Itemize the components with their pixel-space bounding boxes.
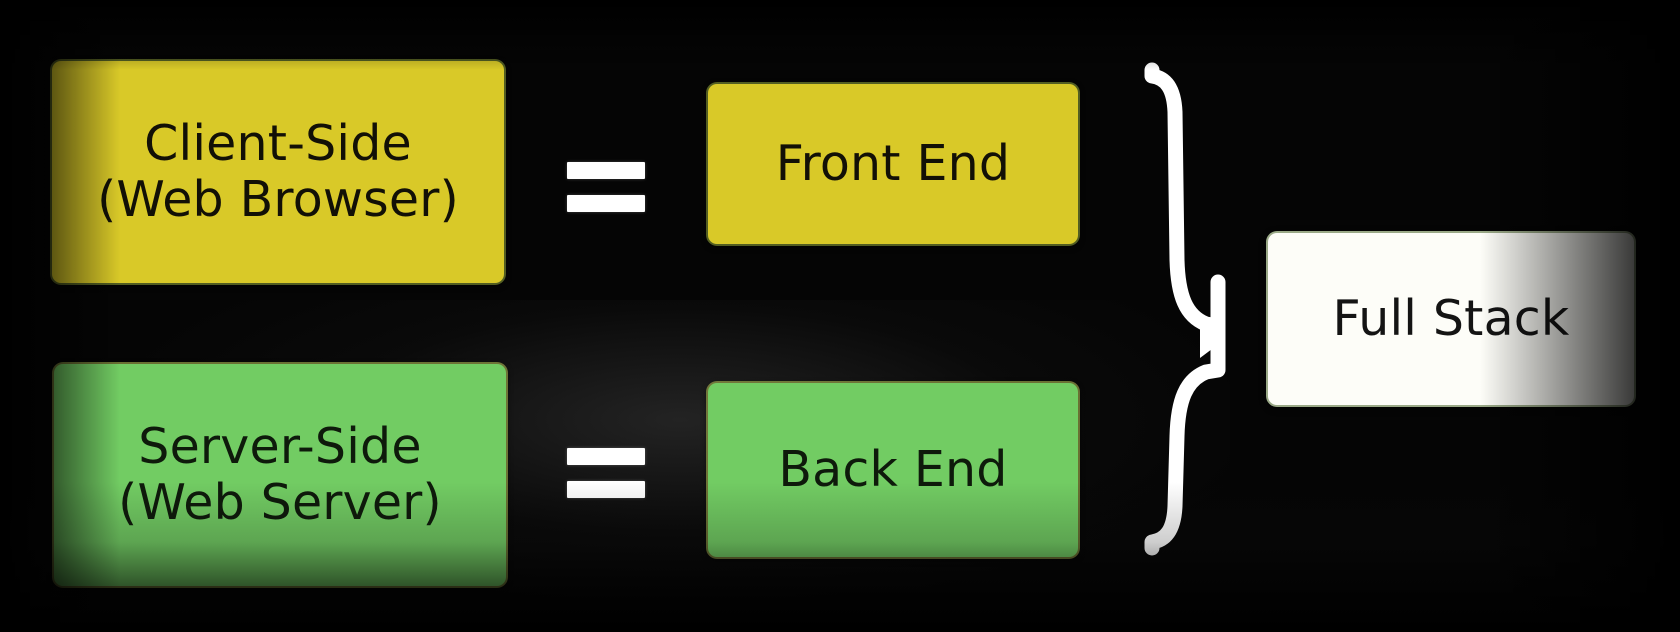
vignette-top — [0, 0, 1680, 70]
node-front-end-label: Front End — [775, 135, 1011, 193]
equals-bar-upper — [567, 162, 645, 179]
equals-bar-upper — [567, 448, 645, 465]
equals-bar-lower — [567, 195, 645, 212]
node-server-side: Server-Side (Web Server) — [54, 364, 506, 586]
equals-sign-top — [567, 162, 645, 212]
node-client-side: Client-Side (Web Browser) — [52, 61, 504, 283]
equals-bar-lower — [567, 481, 645, 498]
node-back-end: Back End — [708, 383, 1078, 557]
node-front-end: Front End — [708, 84, 1078, 244]
node-back-end-label: Back End — [778, 441, 1008, 499]
equals-sign-bottom — [567, 448, 645, 498]
curly-brace-icon — [1130, 60, 1240, 560]
node-full-stack: Full Stack — [1268, 233, 1634, 405]
node-client-side-label: Client-Side (Web Browser) — [97, 115, 459, 228]
node-server-side-label: Server-Side (Web Server) — [118, 418, 442, 531]
node-full-stack-label: Full Stack — [1332, 290, 1570, 348]
